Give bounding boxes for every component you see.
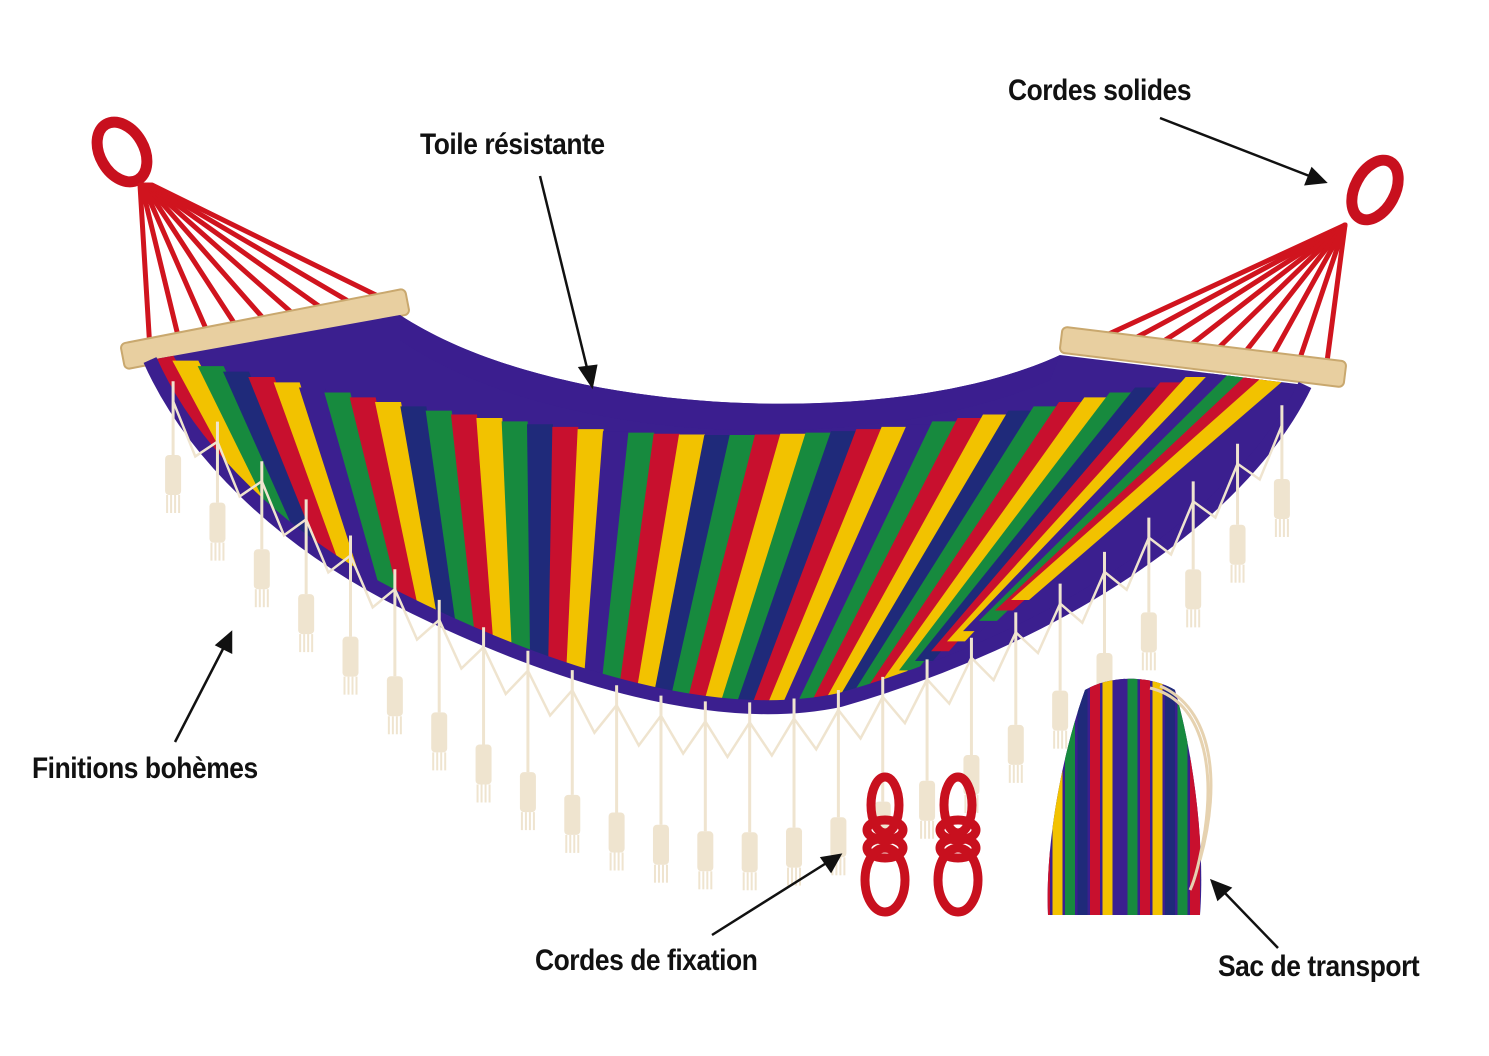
label-sac-de-transport: Sac de transport <box>1218 950 1420 983</box>
carry-bag <box>1047 678 1213 915</box>
label-cordes-solides: Cordes solides <box>1008 74 1192 107</box>
fabric-hem <box>400 315 1060 431</box>
fixation-rope-left <box>860 772 910 917</box>
annotation-arrows <box>173 116 1328 949</box>
right-spreader-bar <box>1059 326 1347 388</box>
label-finitions-bohemes: Finitions bohèmes <box>32 752 258 785</box>
fixation-rope-right <box>933 772 983 917</box>
label-cordes-de-fixation: Cordes de fixation <box>535 944 758 977</box>
right-rope-assembly <box>1059 154 1404 388</box>
label-toile-resistante: Toile résistante <box>420 128 605 161</box>
